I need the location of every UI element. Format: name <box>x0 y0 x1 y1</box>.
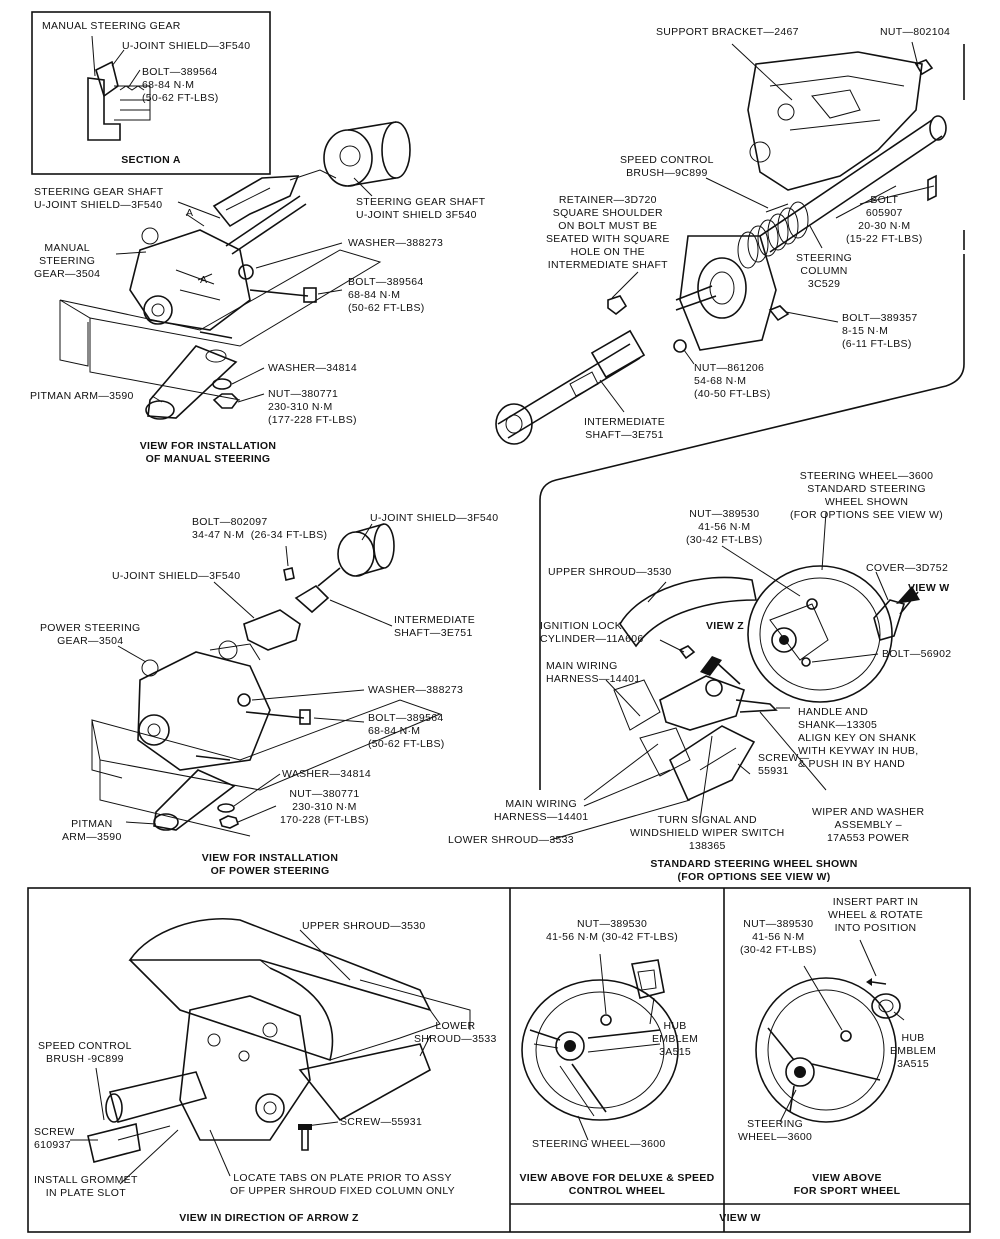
deluxe-wheel-illustration <box>521 953 679 1141</box>
arrow-z-lower-shroud-label: LOWER SHROUD—3533 <box>414 1020 497 1045</box>
manual-washer-34814-label: WASHER—34814 <box>268 362 357 374</box>
manual-shield-left-label: STEERING GEAR SHAFT U-JOINT SHIELD—3F540 <box>34 186 164 211</box>
cover-3d752-label: COVER—3D752 <box>866 562 949 574</box>
power-bolt-389564-label: BOLT—389564 68-84 N·m (50-62 FT-LBS) <box>368 712 445 750</box>
power-pitman-arm-label: PITMAN ARM—3590 <box>62 818 122 843</box>
sport-wheel-illustration <box>755 939 905 1123</box>
nut-861206-label: NUT—861206 54-68 N·m (40-50 FT-LBS) <box>694 362 771 400</box>
manual-gear-label: MANUAL STEERING GEAR—3504 <box>34 242 101 280</box>
section-a-box <box>31 11 271 175</box>
arrow-z-speed-brush-label: SPEED CONTROL BRUSH -9C899 <box>38 1040 132 1065</box>
power-shield-left-label: U-JOINT SHIELD—3F540 <box>112 570 241 582</box>
standard-nut-389530-label: NUT—389530 41-56 N·m (30-42 FT-LBS) <box>686 508 763 546</box>
deluxe-caption: VIEW ABOVE FOR DELUXE & SPEED CONTROL WH… <box>519 1172 715 1197</box>
column-speed-brush-label: SPEED CONTROL BRUSH—9C899 <box>620 154 714 179</box>
power-washer-388273-label: WASHER—388273 <box>368 684 464 696</box>
sport-nut-389530-label: NUT—389530 41-56 N·m (30-42 FT-LBS) <box>740 918 817 956</box>
arrow-z-upper-shroud-label: UPPER SHROUD—3530 <box>302 920 426 932</box>
retainer-label: RETAINER—3D720 SQUARE SHOULDER ON BOLT M… <box>546 194 670 271</box>
bolt-389357-label: BOLT—389357 8-15 N·m (6-11 FT-LBS) <box>842 312 918 350</box>
nut-802104-label: NUT—802104 <box>880 26 951 38</box>
sport-caption: VIEW ABOVE FOR SPORT WHEEL <box>793 1172 901 1197</box>
turn-signal-switch-label: TURN SIGNAL AND WINDSHIELD WIPER SWITCH … <box>630 814 785 852</box>
power-gear-label: POWER STEERING GEAR—3504 <box>40 622 141 647</box>
view-z-label: VIEW Z <box>706 620 744 632</box>
main-harness-top-label: MAIN WIRING HARNESS—14401 <box>546 660 641 685</box>
manual-nut-380771-label: NUT—380771 230-310 N·m (177-228 FT-LBS) <box>268 388 357 426</box>
manual-view-caption: VIEW FOR INSTALLATION OF MANUAL STEERING <box>139 440 277 465</box>
standard-wheel-label: STEERING WHEEL—3600 STANDARD STEERING WH… <box>790 470 944 521</box>
sport-hub-emblem-label: HUB EMBLEM 3A515 <box>890 1032 937 1070</box>
wiper-washer-assembly-label: WIPER AND WASHER ASSEMBLY – 17A553 POWER <box>812 806 925 844</box>
standard-wheel-caption: STANDARD STEERING WHEEL SHOWN (FOR OPTIO… <box>650 858 858 883</box>
power-shield-top-label: U-JOINT SHIELD—3F540 <box>370 512 499 524</box>
arrow-z-illustration <box>70 917 471 1185</box>
section-a-shield-label: U-JOINT SHIELD—3F540 <box>122 40 251 52</box>
power-washer-34814-label: WASHER—34814 <box>282 768 371 780</box>
steering-column-label: STEERING COLUMN 3C529 <box>796 252 853 290</box>
manual-washer-388273-label: WASHER—388273 <box>348 237 444 249</box>
standard-upper-shroud-label: UPPER SHROUD—3530 <box>548 566 672 578</box>
column-intermediate-shaft-label: INTERMEDIATE SHAFT—3E751 <box>584 416 665 441</box>
handle-shank-label: HANDLE AND SHANK—13305 ALIGN KEY ON SHAN… <box>798 706 919 770</box>
manual-mark-a-2: A <box>200 274 208 286</box>
ignition-lock-label: IGNITION LOCK CYLINDER—11A606 <box>540 620 644 645</box>
manual-pitman-arm-label: PITMAN ARM—3590 <box>30 390 134 402</box>
manual-shield-right-label: STEERING GEAR SHAFT U-JOINT SHIELD 3F540 <box>356 196 486 221</box>
steering-column-illustration <box>495 41 965 790</box>
power-nut-380771-label: NUT—380771 230-310 N·m 170-228 (FT-LBS) <box>280 788 369 826</box>
support-bracket-label: SUPPORT BRACKET—2467 <box>656 26 799 38</box>
arrow-z-screw-55931-label: SCREW—55931 <box>340 1116 423 1128</box>
manual-mark-a-1: A <box>186 207 194 219</box>
view-w-caption: VIEW W <box>719 1212 761 1224</box>
standard-screw-55931-label: SCREW— 55931 <box>758 752 810 777</box>
bolt-605907-label: BOLT 605907 20-30 N·m (15-22 FT-LBS) <box>846 194 923 245</box>
power-bolt-802097-label: BOLT—802097 34-47 N·m (26-34 FT-LBS) <box>192 516 328 541</box>
manual-bolt-389564-label: BOLT—389564 68-84 N·m (50-62 FT-LBS) <box>348 276 425 314</box>
bottom-frames <box>27 887 971 1233</box>
section-a-title: SECTION A <box>121 154 181 166</box>
section-a-gear-label: MANUAL STEERING GEAR <box>42 20 181 32</box>
power-steering-illustration <box>91 523 442 837</box>
install-grommet-label: INSTALL GROMMET IN PLATE SLOT <box>34 1174 138 1199</box>
deluxe-steering-wheel-label: STEERING WHEEL—3600 <box>532 1138 666 1150</box>
section-a-bolt-label: BOLT—389564 68-84 N·m (50-62 FT-LBS) <box>142 66 219 104</box>
arrow-z-caption: VIEW IN DIRECTION OF ARROW Z <box>179 1212 359 1224</box>
deluxe-nut-389530-label: NUT—389530 41-56 N·m (30-42 FT-LBS) <box>546 918 679 943</box>
manual-steering-illustration <box>59 121 411 420</box>
view-w-arrow-label: VIEW W <box>908 582 950 594</box>
insert-part-note: INSERT PART IN WHEEL & ROTATE INTO POSIT… <box>828 896 924 934</box>
sport-steering-wheel-label: STEERING WHEEL—3600 <box>738 1118 813 1143</box>
power-view-caption: VIEW FOR INSTALLATION OF POWER STEERING <box>201 852 339 877</box>
main-harness-bottom-label: MAIN WIRING HARNESS—14401 <box>494 798 589 823</box>
screw-610937-label: SCREW 610937 <box>34 1126 75 1151</box>
power-intermediate-shaft-label: INTERMEDIATE SHAFT—3E751 <box>394 614 475 639</box>
deluxe-hub-emblem-label: HUB EMBLEM 3A515 <box>652 1020 699 1058</box>
standard-wheel-illustration <box>549 511 920 841</box>
locate-tabs-note: LOCATE TABS ON PLATE PRIOR TO ASSY OF UP… <box>230 1172 455 1197</box>
bolt-56902-label: BOLT—56902 <box>882 648 952 660</box>
standard-lower-shroud-label: LOWER SHROUD—3533 <box>448 834 574 846</box>
